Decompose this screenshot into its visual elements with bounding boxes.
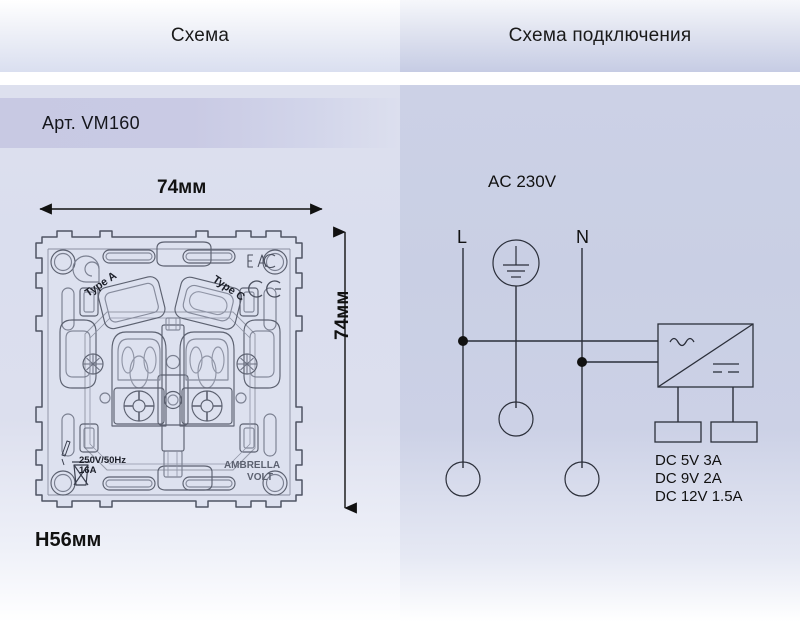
ac-supply-label: AC 230V <box>488 172 557 191</box>
eac-mark <box>247 253 276 269</box>
line-label-N: N <box>576 227 589 247</box>
product-mechanism-drawing <box>35 230 303 508</box>
tab-scheme[interactable]: Схема <box>0 0 400 72</box>
terminal-circle-earth <box>498 401 534 437</box>
dc-output-item: DC 5V 3A <box>655 452 722 469</box>
dimension-width-label: 74мм <box>157 177 207 198</box>
terminal-right <box>179 331 247 427</box>
line-label-L: L <box>457 227 468 247</box>
tab-divider <box>0 72 800 85</box>
junction-dot-N <box>577 357 587 367</box>
brand-sub-label: VOLT <box>247 472 273 483</box>
rating-voltage-label: 250V/50Hz <box>79 455 126 466</box>
article-number: Арт. VM160 <box>42 112 140 133</box>
waste-bin-icon <box>72 461 90 486</box>
brand-name-label: AMBRELLA <box>224 460 280 471</box>
usb-output-port-1 <box>654 421 702 443</box>
terminal-circle-L <box>445 461 481 497</box>
tab-wiring-scheme-label: Схема подключения <box>508 25 692 46</box>
terminal-circle-N <box>564 461 600 497</box>
dc-output-item: DC 12V 1.5A <box>655 488 743 505</box>
wiring-diagram <box>445 239 758 497</box>
terminal-left <box>99 331 167 427</box>
tab-bar: Схема Схема подключения <box>0 0 800 72</box>
dc-output-list: DC 5V 3A DC 9V 2A DC 12V 1.5A <box>655 452 743 506</box>
earth-symbol <box>492 239 540 287</box>
ce-mark <box>248 280 281 298</box>
tab-wiring-scheme[interactable]: Схема подключения <box>400 0 800 72</box>
dimension-height-label: 74мм <box>332 290 353 340</box>
tab-scheme-label: Схема <box>170 25 230 46</box>
junction-dot-L <box>458 336 468 346</box>
rating-current-label: 16A <box>79 465 97 476</box>
dc-output-item: DC 9V 2A <box>655 470 722 487</box>
product-height-label: H56мм <box>35 529 102 551</box>
article-band: Арт. VM160 <box>0 98 400 148</box>
usb-output-port-2 <box>710 421 758 443</box>
panel-wiring <box>400 85 800 622</box>
ac-dc-converter-block <box>657 323 754 388</box>
